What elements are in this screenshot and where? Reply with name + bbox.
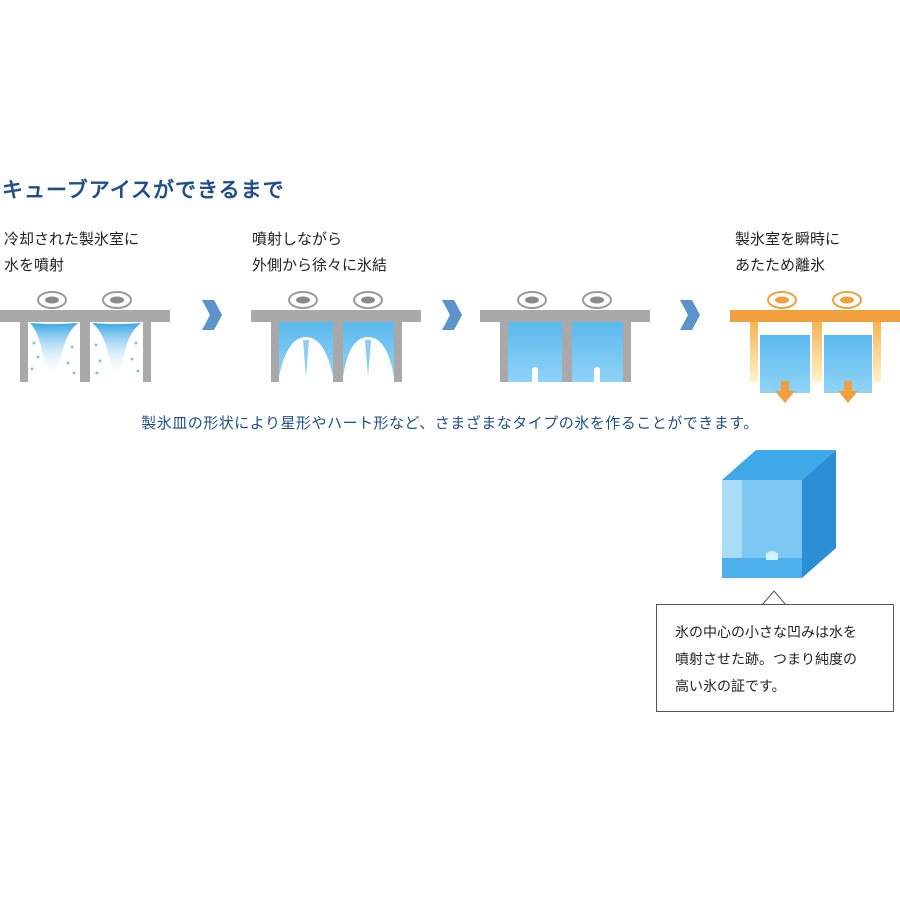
arrow-chevron-icon	[202, 300, 222, 330]
page-title: キューブアイスができるまで	[2, 178, 285, 202]
freezing-chamber-frame	[251, 310, 421, 322]
ice-cube-illustration	[722, 450, 836, 578]
down-arrow-icon	[838, 381, 858, 403]
arrow-chevron-icon	[680, 300, 700, 330]
stage-4-release	[730, 291, 900, 403]
ice-purity-callout: 氷の中心の小さな凹みは水を 噴射させた跡。つまり純度の 高い氷の証です。	[656, 604, 894, 712]
forming-ice	[279, 322, 333, 377]
heated-chamber-frame	[730, 310, 900, 322]
step-4-label: 製氷室を瞬時に あたため離氷	[735, 230, 841, 274]
stage-2-freezing	[251, 291, 421, 382]
down-arrow-icon	[775, 381, 795, 403]
step-2-label: 噴射しながら 外側から徐々に氷結	[252, 230, 388, 274]
ice-making-process-diagram	[0, 291, 900, 403]
stage-3-frozen	[480, 291, 650, 382]
step-1-label: 冷却された製氷室に 水を噴射	[4, 230, 140, 274]
water-spray	[30, 323, 78, 377]
freezing-chamber-frame	[480, 310, 650, 322]
forming-ice	[343, 322, 394, 377]
stage-1-spray	[0, 291, 170, 382]
dimple	[766, 551, 778, 560]
freezing-chamber-frame	[0, 310, 170, 322]
water-spray	[92, 323, 141, 377]
process-caption: 製氷皿の形状により星形やハート形など、さまざまなタイプの氷を作ることができます。	[141, 414, 759, 432]
arrow-chevron-icon	[442, 300, 462, 330]
